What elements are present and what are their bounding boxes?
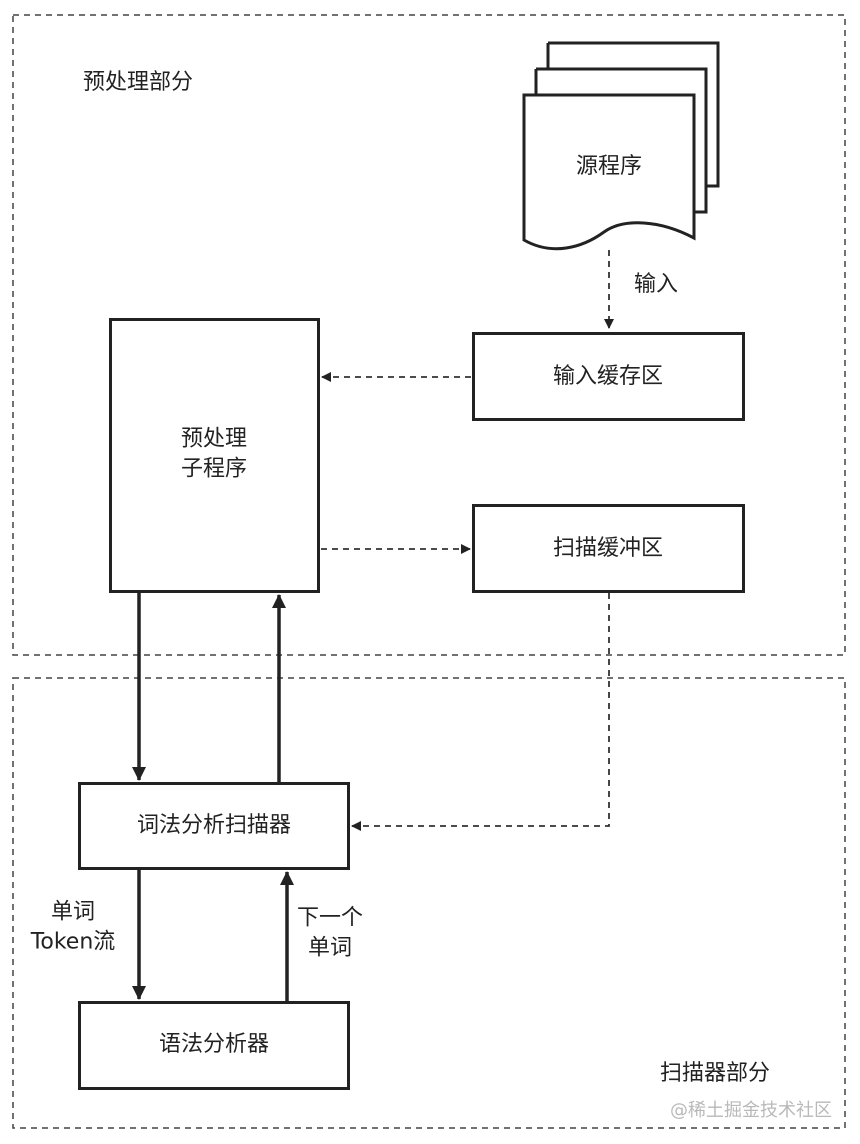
scan-buffer-label: 扫描缓冲区 [552,536,664,562]
lexer-label: 词法分析扫描器 [136,813,292,839]
preprocess-subroutine-box [109,318,320,593]
watermark: @稀土掘金技术社区 [670,1100,832,1121]
parser-box [78,1001,350,1090]
source-program-label: 源程序 [575,154,643,180]
scanner-region-label: 扫描器部分 [660,1061,771,1086]
next-word-label: 下一个 单词 [297,903,363,962]
preprocess-region-label: 预处理部分 [83,70,194,95]
input-buffer-box [472,332,745,421]
parser-label: 语法分析器 [158,1032,270,1058]
next-word-line1: 下一个 [296,905,364,931]
input-buffer-label: 输入缓存区 [552,364,664,390]
preprocess-region [12,14,846,656]
scan-buffer-box [472,504,745,593]
preprocess-subroutine-line1: 预处理 [180,426,248,452]
scanner-region [12,677,846,1129]
source-program-shape [522,41,720,251]
token-stream-line2: Token流 [30,929,116,954]
token-stream-line1: 单词 [50,899,96,925]
next-word-line2: 单词 [307,935,353,960]
preprocess-subroutine-line2: 子程序 [180,456,248,481]
edge-scan-buffer-to-lexer [351,593,610,831]
lexer-box [78,782,350,870]
input-edge-label: 输入 [634,272,679,297]
token-stream-label: 单词 Token流 [31,897,116,956]
preprocess-subroutine-label: 预处理 子程序 [181,424,247,483]
